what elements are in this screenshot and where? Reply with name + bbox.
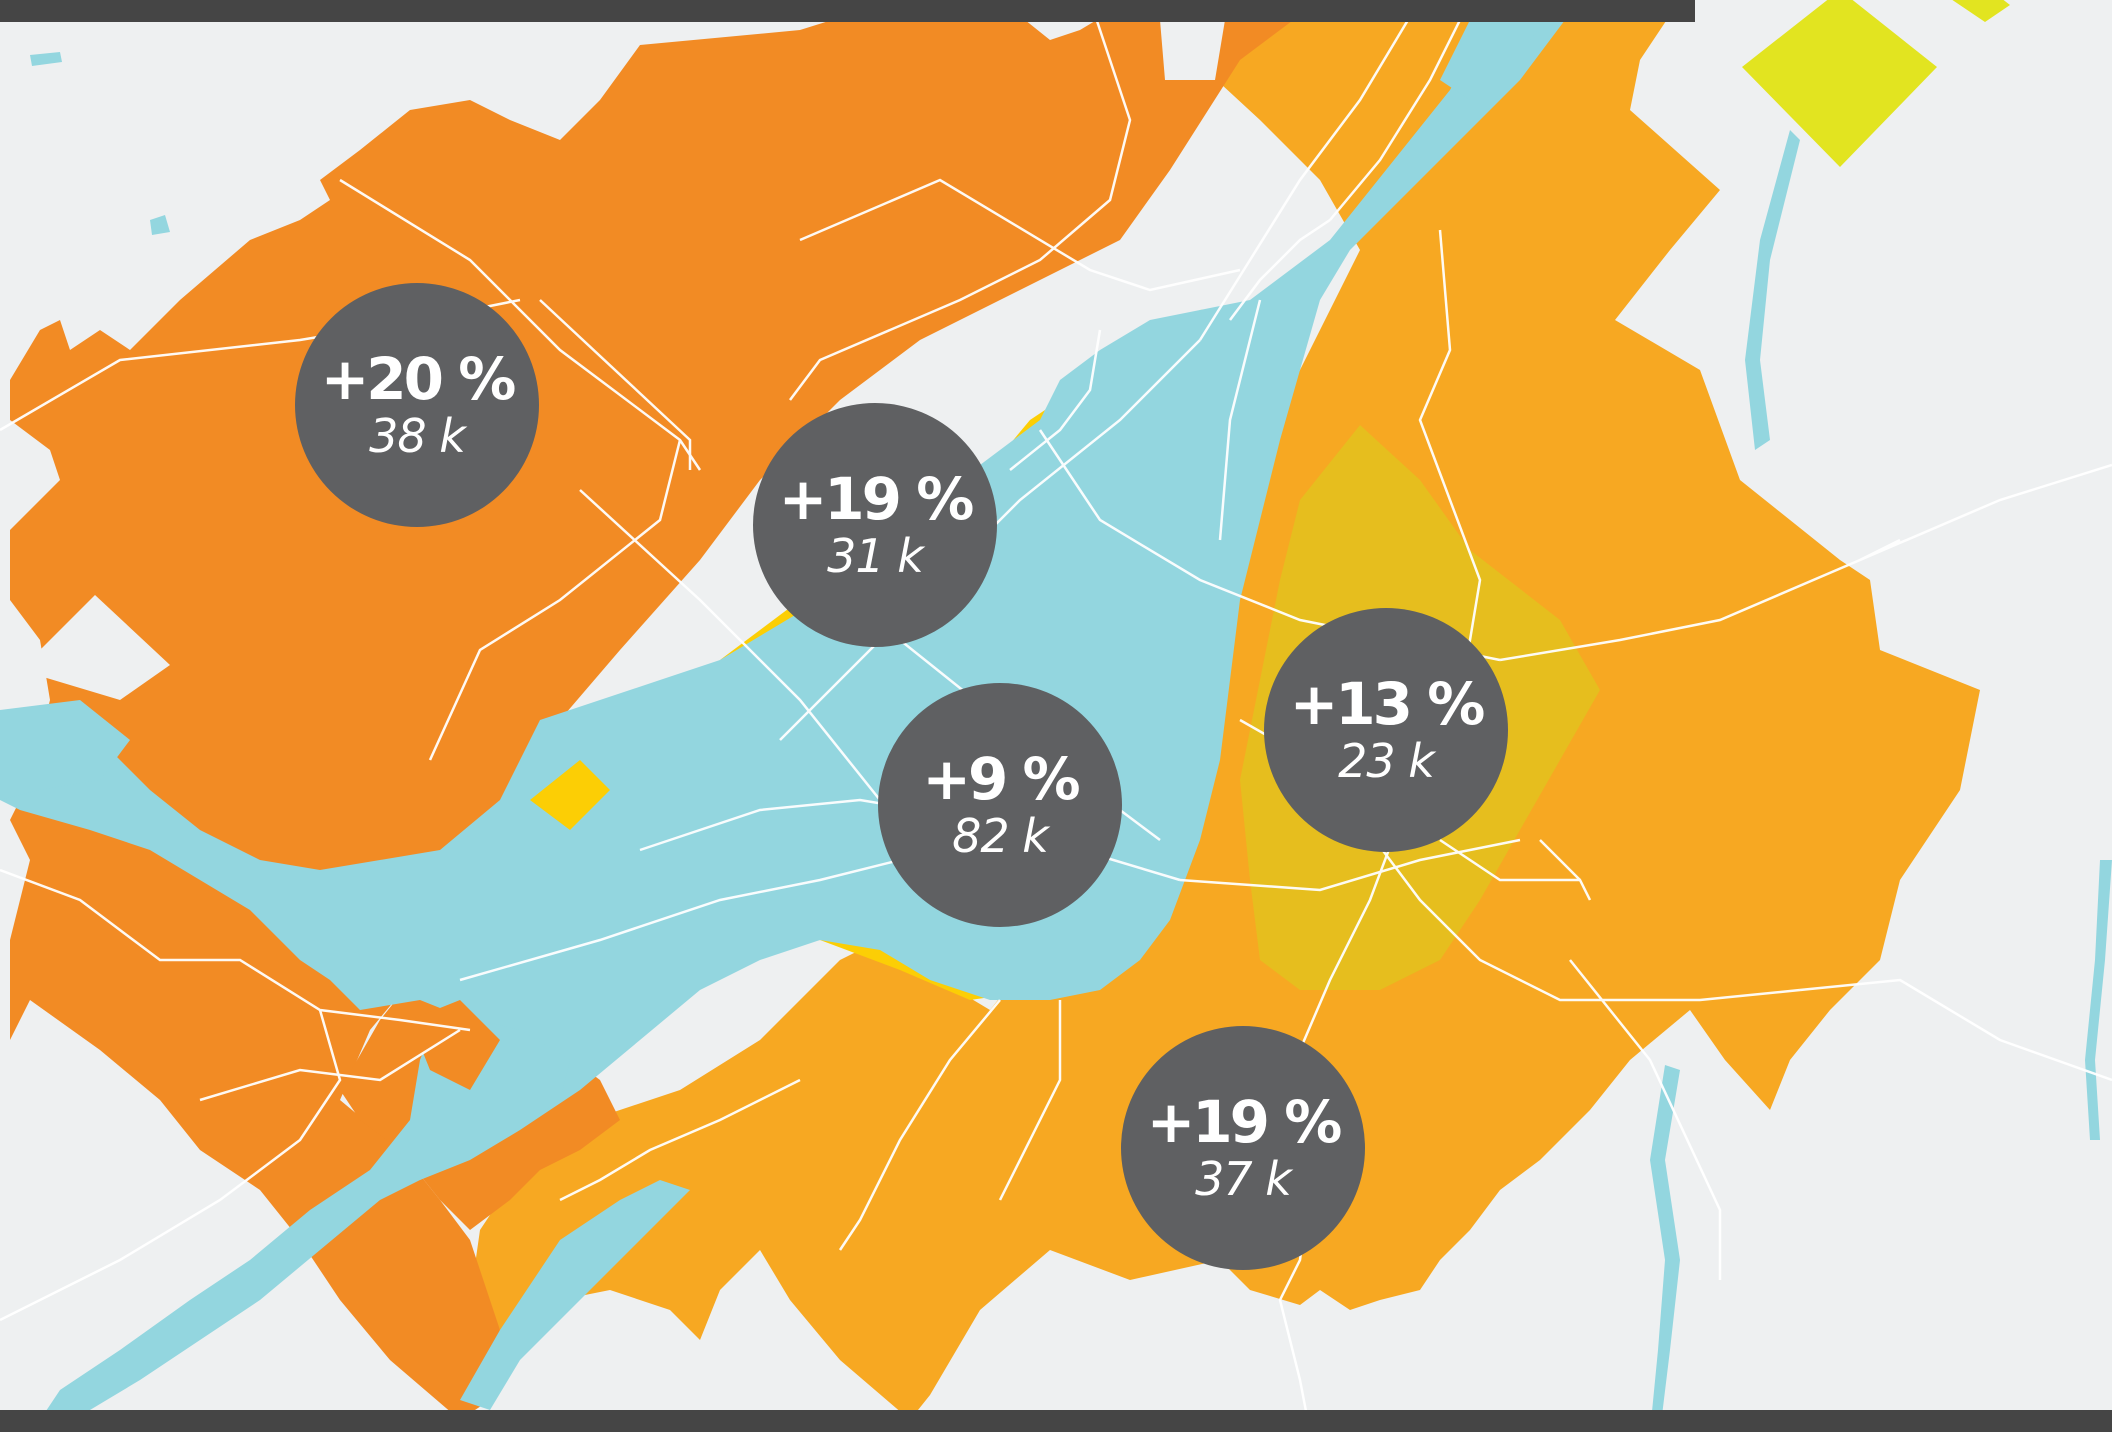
river-east — [1745, 130, 1800, 450]
road — [0, 868, 471, 1032]
population-count: 82 k — [952, 809, 1049, 863]
river-main — [0, 0, 1580, 1180]
population-count: 37 k — [1195, 1152, 1292, 1206]
stat-bubble-center: +9 % 82 k — [878, 683, 1122, 927]
percent-change: +20 % — [320, 345, 517, 413]
percent-change: +19 % — [1146, 1088, 1343, 1156]
map-notch — [20, 595, 170, 700]
river-south — [460, 1180, 690, 1410]
road — [0, 1009, 342, 1322]
map-notch — [1160, 20, 1225, 80]
stat-bubble-north: +19 % 31 k — [753, 403, 997, 647]
percent-change: +13 % — [1289, 670, 1486, 738]
road — [799, 178, 1241, 292]
lake-west — [0, 700, 130, 800]
map-notch — [0, 440, 40, 500]
island-ile-perrot — [410, 1000, 500, 1090]
river-upper — [1440, 0, 1560, 100]
road — [199, 1028, 461, 1102]
top-bar — [0, 0, 1695, 22]
road — [1009, 329, 1102, 471]
road — [789, 0, 1132, 401]
road — [1198, 0, 1422, 341]
road — [1439, 838, 1592, 901]
road — [1569, 959, 1722, 1280]
road — [1539, 839, 1581, 881]
road — [539, 299, 692, 470]
population-count: 23 k — [1338, 734, 1435, 788]
river-southeast — [1650, 1065, 1680, 1432]
pond — [150, 215, 170, 235]
road — [838, 999, 1001, 1251]
accent-diamond — [1742, 0, 1937, 167]
road — [1418, 229, 1482, 701]
percent-change: +9 % — [922, 745, 1080, 813]
road — [428, 439, 682, 761]
bottom-bar — [0, 1410, 2112, 1432]
island-ile-bizard — [530, 760, 610, 830]
road — [1799, 978, 2112, 1082]
accent-diamond-small — [1952, 0, 2010, 22]
population-count: 31 k — [827, 529, 924, 583]
road — [1179, 838, 1521, 892]
road — [559, 1078, 801, 1202]
population-count: 38 k — [369, 409, 466, 463]
road — [998, 1000, 1062, 1201]
river-far-east — [2085, 860, 2112, 1140]
road — [1859, 463, 2112, 562]
road — [1218, 299, 1262, 541]
river-southwest — [40, 1010, 570, 1420]
stat-bubble-south: +19 % 37 k — [1121, 1026, 1365, 1270]
road — [339, 178, 702, 471]
road — [1329, 0, 1472, 221]
pond — [30, 52, 62, 66]
road — [1229, 218, 1331, 321]
stat-bubble-northwest: +20 % 38 k — [295, 283, 539, 527]
stat-bubble-east: +13 % 23 k — [1264, 608, 1508, 852]
percent-change: +19 % — [778, 465, 975, 533]
